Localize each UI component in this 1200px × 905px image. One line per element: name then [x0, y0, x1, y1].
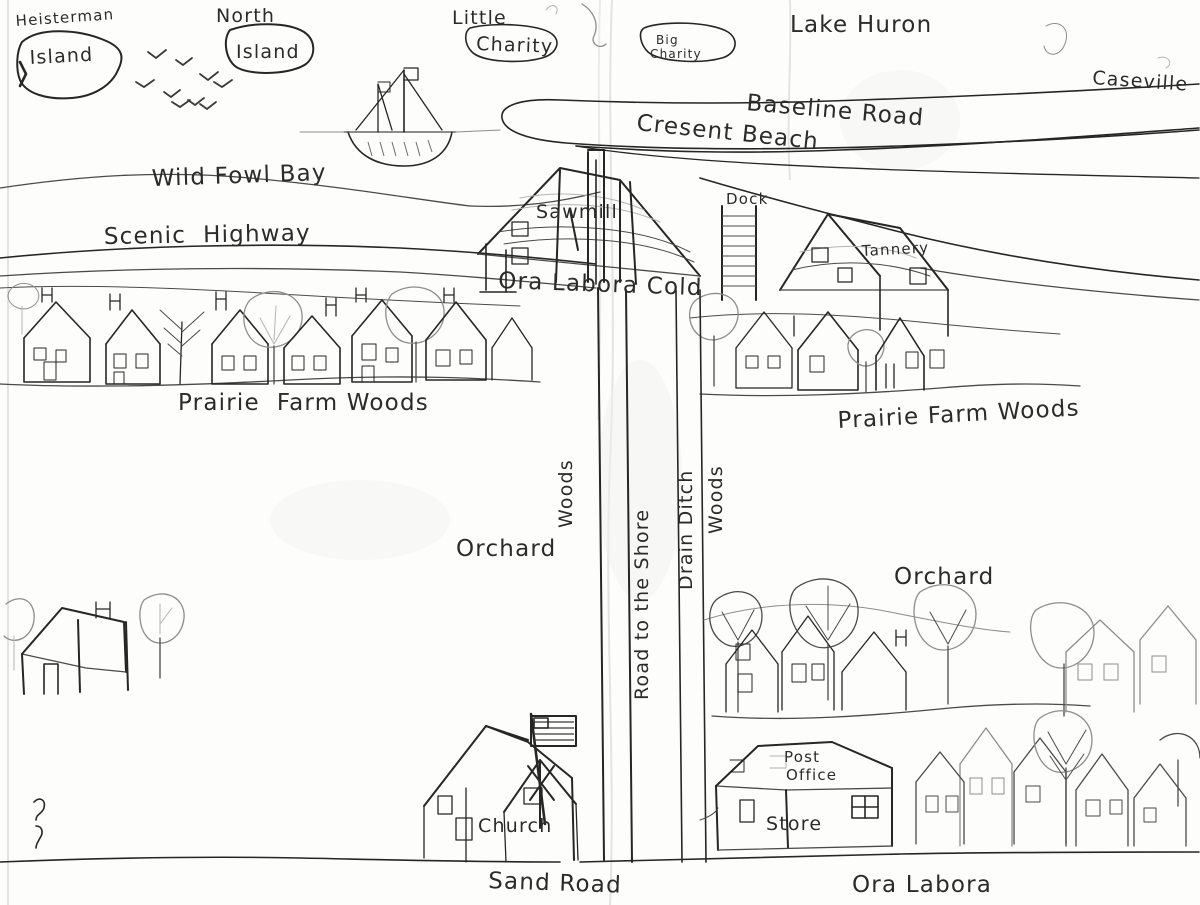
- road-to-the-shore: [597, 287, 633, 863]
- left-village-row: [0, 283, 541, 387]
- label-north-island: Island: [236, 41, 300, 63]
- label-woods-left: Woods: [555, 459, 577, 528]
- pencil-marks-bottom-left: [33, 798, 46, 849]
- island-heisterman: [16, 30, 123, 100]
- label-post-office-line1: Post: [784, 748, 820, 766]
- post-office-store-building: [699, 741, 893, 851]
- tannery-building: [779, 213, 949, 337]
- island-little-charity: [464, 23, 558, 63]
- island-north: [224, 23, 315, 74]
- label-wild-fowl-bay: Wild Fowl Bay: [151, 160, 327, 192]
- label-scenic-highway: Scenic Highway: [104, 220, 311, 250]
- drain-ditch: [675, 289, 707, 863]
- label-dock: Dock: [726, 190, 768, 208]
- sawmill-building: [477, 149, 701, 293]
- church-building: [423, 712, 579, 863]
- pencil-squiggles: [545, 3, 1171, 69]
- label-orchard-left: Orchard: [456, 536, 556, 562]
- label-sawmill: Sawmill: [536, 201, 618, 223]
- label-little: Little: [452, 7, 507, 29]
- sailboat: [299, 67, 501, 167]
- label-heisterman-island: Island: [29, 44, 94, 69]
- bird-flock: [135, 49, 233, 111]
- label-church: Church: [478, 815, 552, 837]
- crescent-beach-spit-outline: [501, 83, 1200, 150]
- right-village-row: [689, 292, 1081, 397]
- scenic-highway-road: [0, 244, 597, 289]
- baseline-road-line: [575, 127, 1200, 153]
- label-lake-huron: Lake Huron: [790, 12, 932, 38]
- island-big-charity: [639, 22, 736, 63]
- label-orchard-right: Orchard: [894, 564, 994, 590]
- label-ora-labora: Ora Labora: [852, 872, 992, 898]
- label-prairie-farm-woods-left: Prairie Farm Woods: [178, 390, 429, 416]
- sand-road: [0, 851, 1200, 863]
- label-woods-right: Woods: [705, 465, 727, 534]
- label-big: Big: [656, 33, 679, 47]
- label-tannery: Tannery: [860, 238, 929, 260]
- lake-huron-water: [501, 83, 1200, 179]
- label-post-office-line2: Office: [786, 766, 837, 784]
- spit-lower-edge: [575, 145, 1200, 179]
- lower-right-orchard-village: [703, 578, 1200, 847]
- label-sand-road: Sand Road: [488, 868, 623, 899]
- mainland-shoreline: [699, 177, 1200, 301]
- label-store: Store: [766, 813, 822, 835]
- dock-structure: [721, 205, 757, 301]
- label-drain-ditch: Drain Ditch: [675, 470, 697, 591]
- label-north: North: [216, 5, 275, 27]
- lone-farmhouse: [3, 593, 185, 695]
- label-road-to-the-shore: Road to the Shore: [631, 509, 653, 700]
- label-little-charity: Charity: [476, 33, 554, 58]
- label-big-charity: Charity: [650, 47, 702, 61]
